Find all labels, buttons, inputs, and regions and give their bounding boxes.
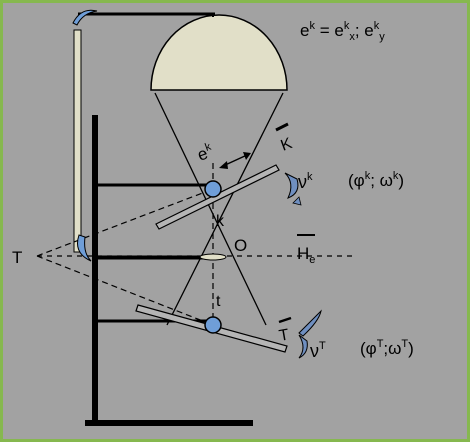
he-label: He	[297, 244, 315, 266]
sight-line-lower	[36, 255, 214, 326]
ek-double-arrow	[219, 152, 251, 169]
lower-joint	[204, 316, 222, 334]
t-mirror-label: T	[278, 326, 291, 344]
phi-omega-t: (φT;ωT)	[360, 338, 414, 358]
mirror-k	[155, 164, 280, 230]
nu-t-label: νT	[310, 340, 326, 361]
o-point-label: O	[234, 236, 247, 255]
rotation-arrow-k-icon	[284, 172, 299, 199]
sight-line-upper	[36, 188, 214, 257]
cone-line-left	[154, 92, 267, 326]
side-rod	[73, 29, 82, 253]
t-distance-label: t	[216, 293, 221, 310]
ek-label: ek	[195, 141, 216, 165]
rotation-arrow-t-icon	[298, 309, 322, 337]
optical-setup-diagram: ek = ekx; eky ek K νk (φk; ωk) k T O He …	[12, 9, 414, 426]
k-overbar	[275, 122, 289, 132]
dome-illuminator	[150, 14, 288, 91]
lower-hook	[77, 234, 92, 262]
lens	[199, 253, 227, 261]
top-hook	[72, 9, 98, 26]
t-overbar	[278, 316, 292, 324]
nu-k-label: νk	[298, 171, 313, 192]
k-mirror-label: K	[279, 135, 295, 155]
upper-joint	[204, 180, 222, 198]
cone-line-right	[166, 92, 284, 326]
formula: ek = ekx; eky	[300, 20, 385, 43]
k-distance-label: k	[216, 213, 225, 230]
phi-omega-k: (φk; ωk)	[348, 170, 404, 190]
t-point-label: T	[12, 248, 22, 267]
